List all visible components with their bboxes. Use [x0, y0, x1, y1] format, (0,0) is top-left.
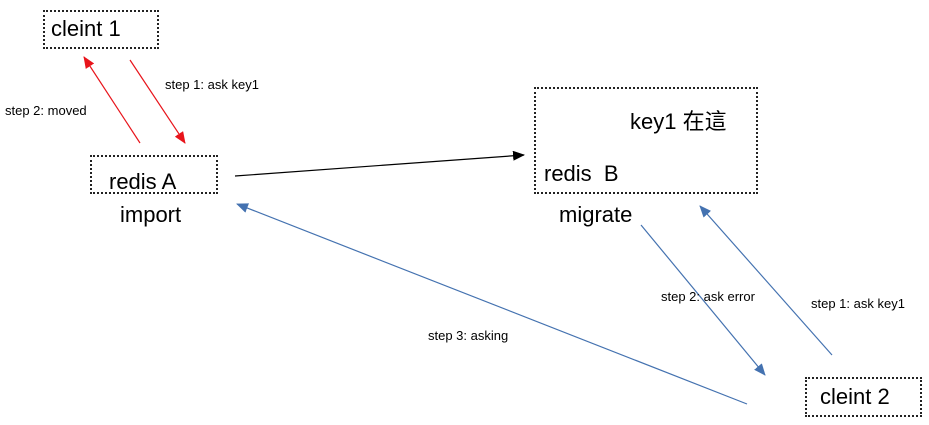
redisA-label: redis A — [109, 169, 177, 194]
arrow-redisA-to-redisB — [234, 150, 525, 177]
client1-node — [43, 10, 159, 49]
client2-node — [805, 377, 922, 417]
edge-label-client2-ask-error: step 2: ask error — [661, 289, 755, 304]
arrow-client2-ask-error — [640, 224, 766, 376]
edge-label-client1-ask-key1: step 1: ask key1 — [165, 77, 259, 92]
client1-label: cleint 1 — [51, 16, 121, 41]
client2-label: cleint 2 — [820, 384, 890, 409]
redisA-caption: import — [120, 202, 182, 227]
arrow-client1-moved — [83, 56, 141, 144]
edge-label-client2-ask-key1: step 1: ask key1 — [811, 296, 905, 311]
redisB-label: redis B — [544, 161, 619, 186]
redisA-node — [90, 155, 218, 194]
edge-label-client2-asking: step 3: asking — [428, 328, 509, 343]
redisB-caption: migrate — [559, 202, 633, 227]
redisB-note: key1 在這 — [630, 109, 727, 134]
arrow-client2-asking — [236, 203, 748, 405]
arrow-client2-ask-key1 — [699, 205, 833, 356]
redisB-node — [534, 87, 758, 194]
arrow-client1-ask-key1 — [129, 59, 186, 144]
edge-label-client1-moved: step 2: moved — [5, 103, 87, 118]
